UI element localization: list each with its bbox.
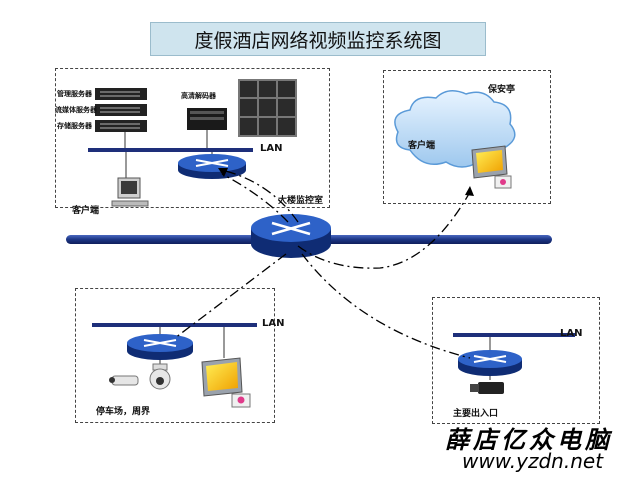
label-control-room: 大楼监控室: [278, 196, 324, 206]
label-security-booth: 保安亭: [488, 85, 516, 95]
hd-decoder-device: [187, 108, 227, 130]
label-lan-top: LAN: [260, 143, 283, 154]
label-client-top: 客户端: [72, 206, 100, 216]
entrance-zone: [432, 297, 600, 424]
network-links: [174, 169, 471, 359]
watermark-shop-name: 薛店亿众电脑: [445, 425, 613, 454]
router-left: [127, 334, 193, 360]
router-center: [251, 214, 331, 258]
label-mgmt-server: 管理服务器: [57, 90, 92, 98]
label-client-cloud: 客户端: [408, 141, 436, 151]
label-hd-decoder: 高清解码器: [181, 92, 216, 100]
server-rack: [95, 88, 147, 132]
label-lan-left: LAN: [262, 318, 285, 329]
monitoring-room-zone: [55, 68, 330, 208]
security-booth-zone: [383, 70, 551, 204]
label-parking: 停车场，周界: [96, 407, 151, 417]
arrowheads: [218, 168, 474, 196]
client-pc-top: [111, 177, 149, 207]
entrance-camera: [470, 382, 504, 394]
watermark-url: www.yzdn.net: [462, 449, 604, 473]
label-lan-right: LAN: [560, 328, 583, 339]
bullet-camera: [109, 375, 139, 386]
diagram-title: 度假酒店网络视频监控系统图: [150, 22, 486, 56]
monitor-booth: [471, 145, 512, 189]
monitor-parking: [201, 357, 251, 408]
router-right: [458, 350, 522, 376]
label-stream-server: 流媒体服务器: [55, 106, 97, 114]
parking-zone: [75, 288, 275, 423]
router-top: [178, 154, 246, 179]
dome-camera: [149, 363, 171, 390]
label-main-entrance: 主要出入口: [453, 409, 499, 419]
video-wall: [238, 79, 297, 137]
label-storage-server: 存储服务器: [57, 122, 92, 130]
